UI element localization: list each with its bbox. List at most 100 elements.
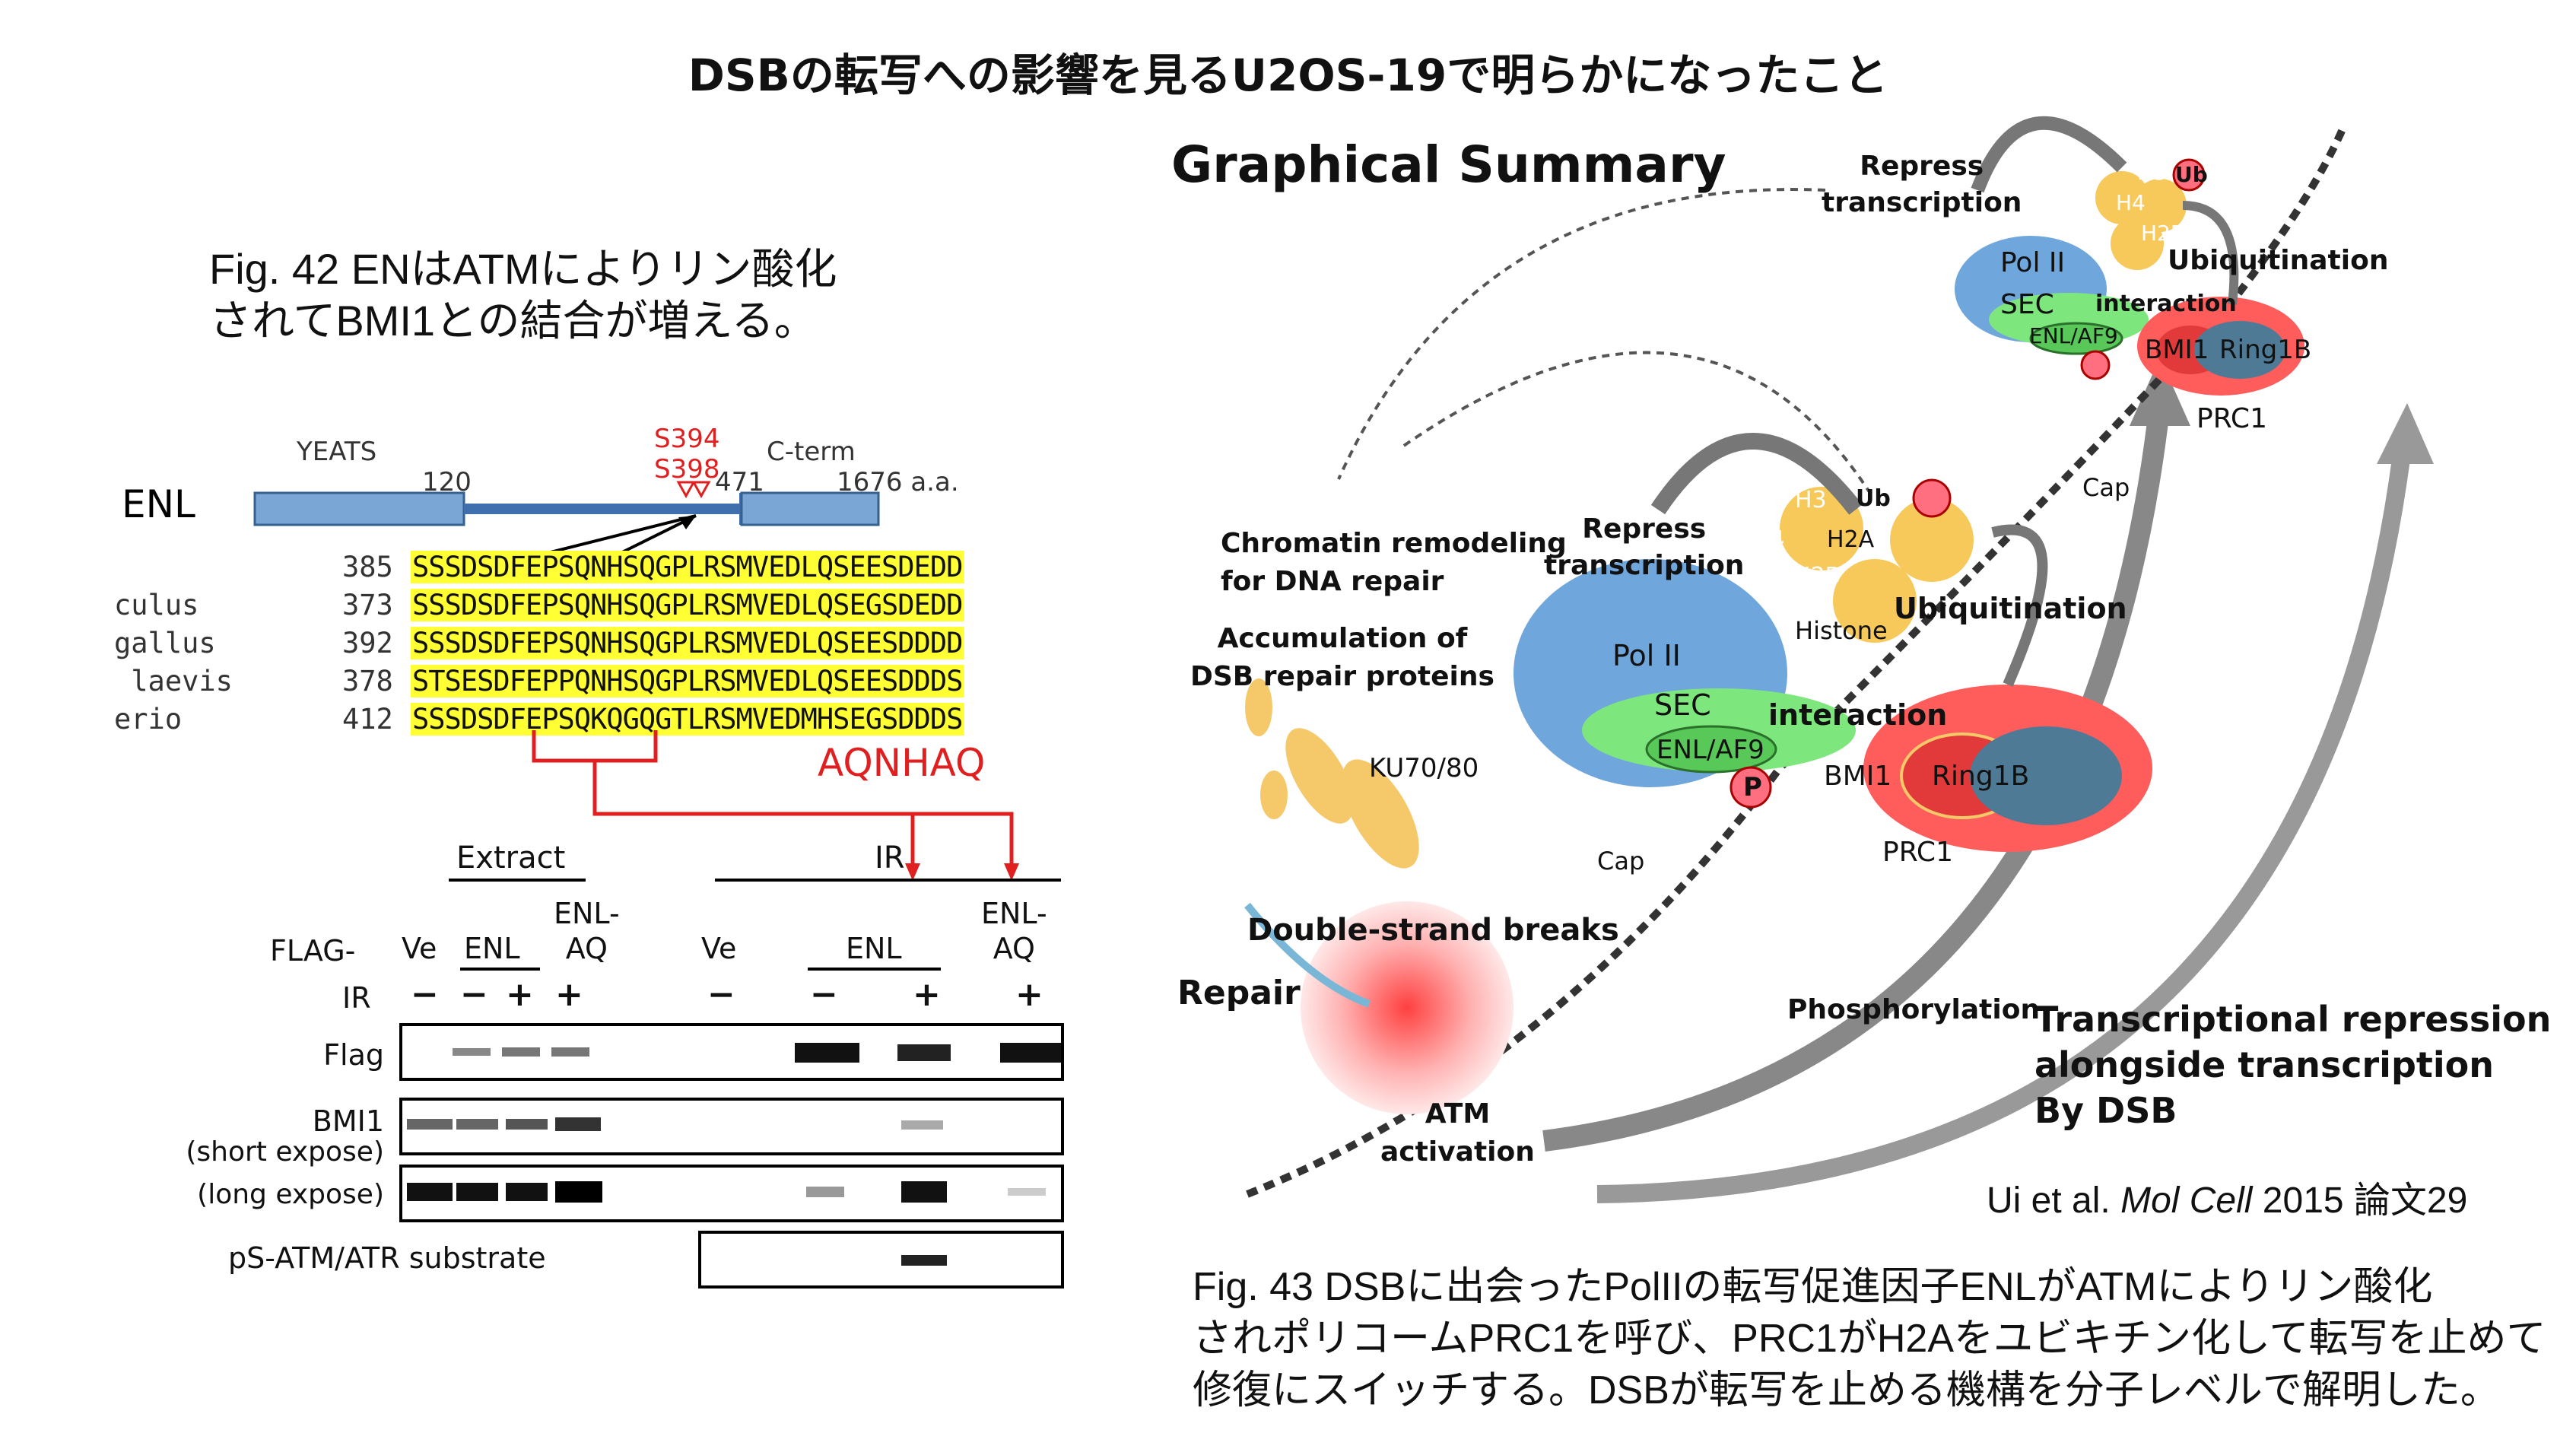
p-lower xyxy=(1730,766,1772,809)
h4-label-upper: H4 xyxy=(2116,190,2146,215)
graphical-summary xyxy=(1244,116,2434,1203)
histone-lower xyxy=(1833,559,1917,643)
repair-label: Repair xyxy=(1177,974,1301,1012)
band xyxy=(555,1117,601,1131)
yeats-label: YEATS xyxy=(296,437,376,467)
lane-label: Ve xyxy=(701,932,737,965)
site-marker-1 xyxy=(676,481,696,499)
histone-lower xyxy=(1890,498,1974,582)
arc-arrowhead xyxy=(2377,403,2434,464)
h3-label-upper: H3 xyxy=(2137,160,2167,185)
mutant-label: AQNHAQ xyxy=(818,741,985,785)
band xyxy=(555,1181,602,1203)
ku-protein xyxy=(1245,678,1272,736)
ir-row-label: IR xyxy=(342,981,371,1015)
cap-label-lower: Cap xyxy=(1597,847,1645,875)
ring1b-lower xyxy=(1970,726,2122,825)
interaction-label-upper: interaction xyxy=(2095,291,2237,317)
arrowhead xyxy=(678,516,696,529)
enl-af9-lower xyxy=(1645,725,1777,774)
repress-label-upper: Repress transcription xyxy=(1822,151,2022,218)
band xyxy=(551,1047,589,1057)
row-label-ps: pS-ATM/ATR substrate xyxy=(228,1241,546,1275)
band xyxy=(453,1048,491,1056)
histone-upper xyxy=(2111,217,2164,270)
ub-label-lower: Ub xyxy=(1856,485,1891,512)
band xyxy=(1000,1043,1061,1063)
ub-label-upper: Ub xyxy=(2175,162,2208,187)
fig43-line2: されポリコームPRC1を呼び、PRC1がH2Aをユビキチン化して転写を止めて xyxy=(1193,1317,2546,1361)
ir-mark: + xyxy=(1015,975,1043,1014)
band xyxy=(407,1119,453,1130)
extract-underline xyxy=(449,879,586,882)
ku-protein xyxy=(1342,759,1419,869)
fig43-line3: 修復にスイッチする。DSBが転写を止める機構を分子レベルで解明した。 xyxy=(1193,1368,2500,1412)
enl-af9-label-lower: ENL/AF9 xyxy=(1656,735,1764,765)
citation-authors: Ui et al. xyxy=(1987,1180,2111,1221)
ku-protein xyxy=(1260,771,1288,819)
citation-rest: 2015 論文29 xyxy=(2262,1180,2468,1221)
band xyxy=(901,1255,947,1266)
lane-label: ENL xyxy=(846,932,902,965)
mutation-bracket: AQNHAQ xyxy=(532,730,1019,881)
repress-arrow-upper xyxy=(1971,116,2127,193)
band xyxy=(795,1043,859,1063)
band xyxy=(506,1119,548,1130)
fig43-line1: Fig. 43 DSBに出会ったPolIIの転写促進因子ENLがATMによりリン… xyxy=(1193,1265,2433,1309)
band xyxy=(806,1187,844,1197)
slide-title: DSBの転写への影響を見るU2OS-19で明らかになったこと xyxy=(688,49,1888,101)
enl-domain-map: ENL YEATS 120 S394 S398 C-term 471 1676 … xyxy=(122,426,959,561)
prc1-label-lower: PRC1 xyxy=(1882,837,1953,868)
conclusion-label: Transcriptional repression alongside tra… xyxy=(2034,999,2552,1131)
ir-mark: + xyxy=(913,975,941,1014)
band xyxy=(1008,1188,1046,1196)
fig43-caption: Fig. 43 DSBに出会ったPolIIの転写促進因子ENLがATMによりリン… xyxy=(1193,1261,2546,1416)
h2a-label-lower: H2A xyxy=(1827,526,1875,553)
dashed-arrow-lower xyxy=(1398,351,1872,496)
dsb-label: Double-strand breaks xyxy=(1247,913,1619,948)
chromatin-label: Chromatin remodeling for DNA repair xyxy=(1221,528,1567,597)
bracket-line xyxy=(532,730,658,763)
interaction-label-lower: interaction xyxy=(1768,698,1948,732)
accumulation-label: Accumulation of DSB repair proteins xyxy=(1190,623,1494,692)
histone-lower xyxy=(1780,487,1863,570)
dashed-arrow-upper xyxy=(1337,188,1826,480)
cap-label-upper: Cap xyxy=(2082,473,2130,502)
enl-af9-upper xyxy=(2029,322,2123,355)
bracket-connector xyxy=(592,761,1014,873)
blot-panel-bmi1-long xyxy=(399,1165,1064,1222)
fig42-line2: されてBMI1との結合が増える。 xyxy=(209,297,817,345)
ir-header-label: IR xyxy=(875,840,905,875)
arc-arrowhead xyxy=(2130,357,2190,426)
row-label-short: (short expose) xyxy=(186,1136,384,1168)
lane-label: ENL xyxy=(464,932,520,965)
repress-arrow-lower xyxy=(1650,433,1863,515)
ir-mark: − xyxy=(411,975,439,1014)
p-label-lower: P xyxy=(1743,772,1762,802)
feedback-arc-small xyxy=(1542,402,2171,1152)
ir-mark: − xyxy=(707,975,735,1014)
lane-underline xyxy=(808,968,941,971)
arrowhead-2 xyxy=(1004,863,1019,881)
blot-panel-flag xyxy=(399,1023,1064,1081)
yeats-domain xyxy=(253,491,465,526)
pol2-label-lower: Pol II xyxy=(1612,639,1681,672)
site-marker-2 xyxy=(691,481,711,499)
enl-af9-label-upper: ENL/AF9 xyxy=(2029,323,2118,348)
prc1-label-upper: PRC1 xyxy=(2196,403,2267,434)
band xyxy=(506,1183,548,1201)
band xyxy=(456,1183,498,1201)
dsb-site xyxy=(1301,901,1514,1114)
fig42-caption: Fig. 42 ENはATMによりリン酸化 されてBMI1との結合が増える。 xyxy=(209,243,837,347)
s394-label: S394 xyxy=(654,426,719,454)
flag-prefix-label: FLAG- xyxy=(270,934,356,968)
ir-underline xyxy=(715,879,1061,882)
ub-upper xyxy=(2172,158,2206,192)
cterm-domain xyxy=(740,491,880,526)
blot-panel-ps xyxy=(698,1231,1064,1289)
ring1b-label-lower: Ring1B xyxy=(1932,761,2030,792)
